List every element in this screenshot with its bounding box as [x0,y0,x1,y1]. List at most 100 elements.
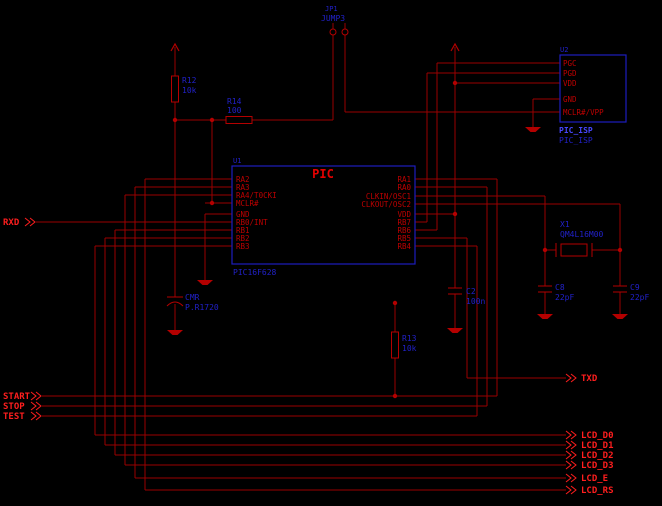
u1-pin-ra1: RA1 [397,175,411,184]
net-arrow-icon [565,485,577,495]
vcc-arrows [170,42,460,52]
resistor-body [391,331,399,359]
u1-pin-ra2: RA2 [236,175,250,184]
resistor-r14[interactable]: R14 100 [225,97,253,124]
u1-pin-ra0: RA0 [397,183,411,192]
r13-designator: R13 [402,334,417,343]
jumper-pin [341,28,349,36]
net-flag-start[interactable]: START [3,391,42,402]
jp1-designator: JP1 [325,5,338,13]
net-label-stop: STOP [3,402,25,412]
net-flag-txd[interactable]: TXD [565,373,598,384]
net-label-lcd-d2: LCD_D2 [581,451,614,461]
cmr-value: P.R1720 [185,303,219,312]
ic-u1-pic[interactable]: U1 PIC RA2 RA3 RA4/T0CKI MCLR# GND RB0/I… [231,157,416,277]
wires[interactable] [36,23,621,491]
c2-value: 100n [466,297,485,306]
capacitor-c8[interactable]: C8 22pF [538,283,574,302]
net-arrow-icon [565,450,577,460]
c9-value: 22pF [630,293,649,302]
net-label-txd: TXD [581,374,598,384]
net-flag-lcd-d0[interactable]: LCD_D0 [565,430,614,441]
u1-part: PIC16F628 [233,268,277,277]
resistor-r12[interactable]: R12 10k [171,75,197,103]
net-arrow-icon [24,217,36,227]
ground-symbols [167,127,628,335]
u2-pin-vdd: VDD [563,79,577,88]
u2-pin-pgd: PGD [563,69,577,78]
resistor-r13[interactable]: R13 10k [391,331,417,359]
u2-pin-gnd: GND [563,95,577,104]
r13-value: 10k [402,344,417,353]
jp1-value: JUMP3 [321,14,345,23]
x1-value: QM4L16M00 [560,230,604,239]
c2-designator: C2 [466,287,476,296]
u1-pin-rb3: RB3 [236,242,250,251]
u1-designator: U1 [233,157,241,165]
net-label-start: START [3,392,31,402]
u1-pin-rb5: RB5 [397,234,411,243]
u1-pin-rb0-int: RB0/INT [236,218,268,227]
x1-designator: X1 [560,220,570,229]
net-label-rxd: RXD [3,218,20,228]
u1-pin-clkin-osc1: CLKIN/OSC1 [366,192,411,201]
resistor-body [171,75,179,103]
net-label-test: TEST [3,412,25,422]
net-flag-rxd[interactable]: RXD [3,217,36,228]
net-arrow-icon [30,391,42,401]
u1-pin-gnd: GND [236,210,250,219]
net-arrow-icon [565,430,577,440]
u2-pin-mclr-vpp: MCLR#/VPP [563,108,604,117]
u1-title: PIC [312,167,334,181]
u1-pin-mclr: MCLR# [236,199,259,208]
resistor-body [225,116,253,124]
net-label-lcd-d1: LCD_D1 [581,441,614,451]
net-flag-lcd-rs[interactable]: LCD_RS [565,485,614,496]
jumper-pin [329,28,337,36]
ground-symbol [537,314,553,319]
net-arrow-icon [565,460,577,470]
net-flag-lcd-d1[interactable]: LCD_D1 [565,440,614,451]
c8-value: 22pF [555,293,574,302]
capacitor-c9[interactable]: C9 22pF [613,283,649,302]
net-label-lcd-e: LCD_E [581,474,608,484]
net-arrow-icon [30,401,42,411]
net-label-lcd-d3: LCD_D3 [581,461,614,471]
ground-symbol [167,330,183,335]
connector-u2-pic-isp[interactable]: U2 PGC PGD VDD GND MCLR#/VPP PIC_ISP PIC… [559,46,627,145]
r12-designator: R12 [182,76,197,85]
u2-value: PIC_ISP [559,136,593,145]
net-flag-lcd-d3[interactable]: LCD_D3 [565,460,614,471]
ground-symbol [612,314,628,319]
net-flag-test[interactable]: TEST [3,411,42,422]
u1-pin-clkout-osc2: CLKOUT/OSC2 [361,200,411,209]
net-label-lcd-rs: LCD_RS [581,486,614,496]
r12-value: 10k [182,86,197,95]
r14-designator: R14 [227,97,242,106]
u1-pin-ra3: RA3 [236,183,250,192]
u2-name: PIC_ISP [559,126,593,135]
u2-pin-pgc: PGC [563,59,577,68]
junction-dots [172,80,623,399]
c9-designator: C9 [630,283,640,292]
capacitor-c2[interactable]: C2 100n [448,287,485,306]
ground-symbol [447,328,463,333]
net-arrow-icon [565,440,577,450]
capacitor-plate-curved [166,301,184,307]
crystal-x1[interactable]: X1 QM4L16M00 [555,220,604,257]
net-arrow-icon [30,411,42,421]
cmr-designator: CMR [185,293,200,302]
ground-symbol [525,127,541,132]
capacitor-cmr[interactable]: CMR P.R1720 [166,293,219,312]
net-label-lcd-d0: LCD_D0 [581,431,614,441]
net-flag-stop[interactable]: STOP [3,401,42,412]
u1-pin-rb2: RB2 [236,234,250,243]
u1-pin-ra4-t0cki: RA4/T0CKI [236,191,277,200]
jumper-jp1[interactable]: JP1 JUMP3 [321,5,349,36]
u1-pin-rb4: RB4 [397,242,411,251]
crystal-body [560,243,588,257]
u2-designator: U2 [560,46,568,54]
net-flag-lcd-e[interactable]: LCD_E [565,473,608,484]
net-flag-lcd-d2[interactable]: LCD_D2 [565,450,614,461]
